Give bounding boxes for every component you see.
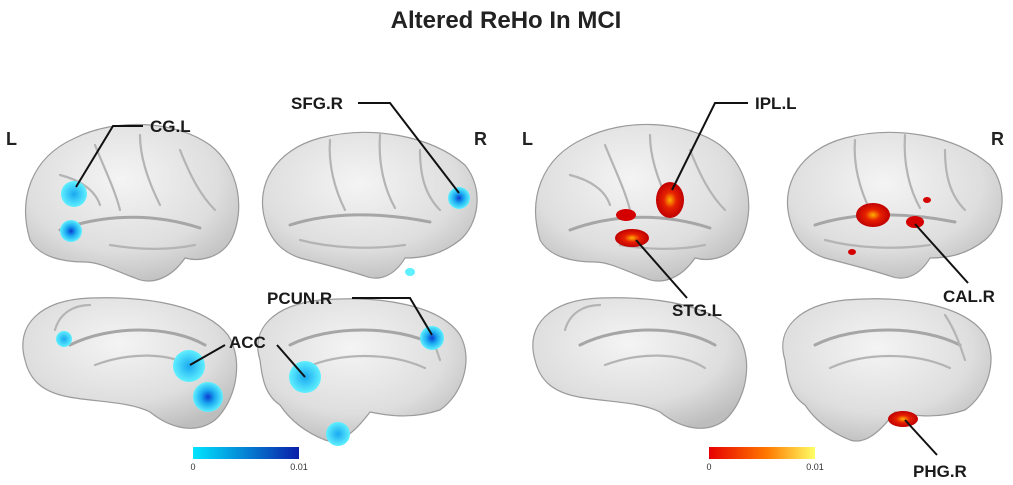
cluster-cg-l-lower [60, 220, 82, 242]
leader-pcun-r [352, 297, 433, 336]
colorbar-increase [709, 447, 815, 459]
cluster-phg-r [888, 411, 918, 427]
brain-left-medial-b [532, 297, 748, 429]
leader-acc-left [189, 344, 226, 366]
colorbar-decrease-min: 0 [190, 462, 195, 472]
colorbar-decrease [193, 447, 299, 459]
cluster-acc-lower [193, 382, 223, 412]
left-panel-hemisphere-right: R [474, 129, 487, 149]
cluster-ipl-l [656, 182, 684, 218]
colorbar-increase-min: 0 [706, 462, 711, 472]
label-stg-l: STG.L [672, 301, 722, 320]
cluster-cal-r-main [856, 203, 890, 227]
brain-right-lateral-b [786, 131, 1003, 279]
cluster-cg-l-upper [61, 181, 87, 207]
cluster-cal-r-spot [923, 197, 931, 203]
cluster-medial-temporal-r [326, 422, 350, 446]
cluster-sfg-r [448, 187, 470, 209]
cluster-cal-r-minor [906, 216, 924, 228]
figure-title: Altered ReHo In MCI [391, 7, 622, 34]
colorbar-increase-max: 0.01 [806, 462, 824, 472]
left-panel-hemisphere-left: L [6, 129, 17, 149]
leader-stg-l [635, 239, 688, 299]
cluster-temporal-r-spot [848, 249, 856, 255]
leader-phg-r [904, 419, 938, 456]
right-panel-hemisphere-left: L [522, 129, 533, 149]
cluster-temporal-tip-r [405, 268, 415, 276]
label-cal-r: CAL.R [943, 287, 995, 306]
label-phg-r: PHG.R [913, 462, 967, 481]
leader-sfg-r [358, 102, 460, 194]
label-cg-l: CG.L [150, 117, 191, 136]
brain-left-lateral-b [535, 123, 750, 282]
colorbar-decrease-max: 0.01 [290, 462, 308, 472]
brain-right-lateral-a [261, 131, 478, 279]
leader-cal-r [914, 223, 969, 284]
brain-left-lateral-a [25, 123, 240, 282]
leader-cg-l [75, 125, 143, 188]
label-sfg-r: SFG.R [291, 94, 343, 113]
brain-right-medial-b [782, 298, 992, 442]
leader-acc-right [276, 344, 306, 378]
cluster-pcun-r [420, 326, 444, 350]
right-panel-hemisphere-right: R [991, 129, 1004, 149]
cluster-acc-upper [173, 350, 205, 382]
cluster-medial-frontal-l [56, 331, 72, 347]
leader-ipl-l [671, 102, 748, 191]
label-pcun-r: PCUN.R [267, 289, 332, 308]
label-ipl-l: IPL.L [755, 94, 797, 113]
label-acc: ACC [229, 333, 266, 352]
cluster-insula-l [616, 209, 636, 221]
brain-right-medial-a [257, 298, 467, 442]
cluster-stg-l [615, 229, 649, 247]
